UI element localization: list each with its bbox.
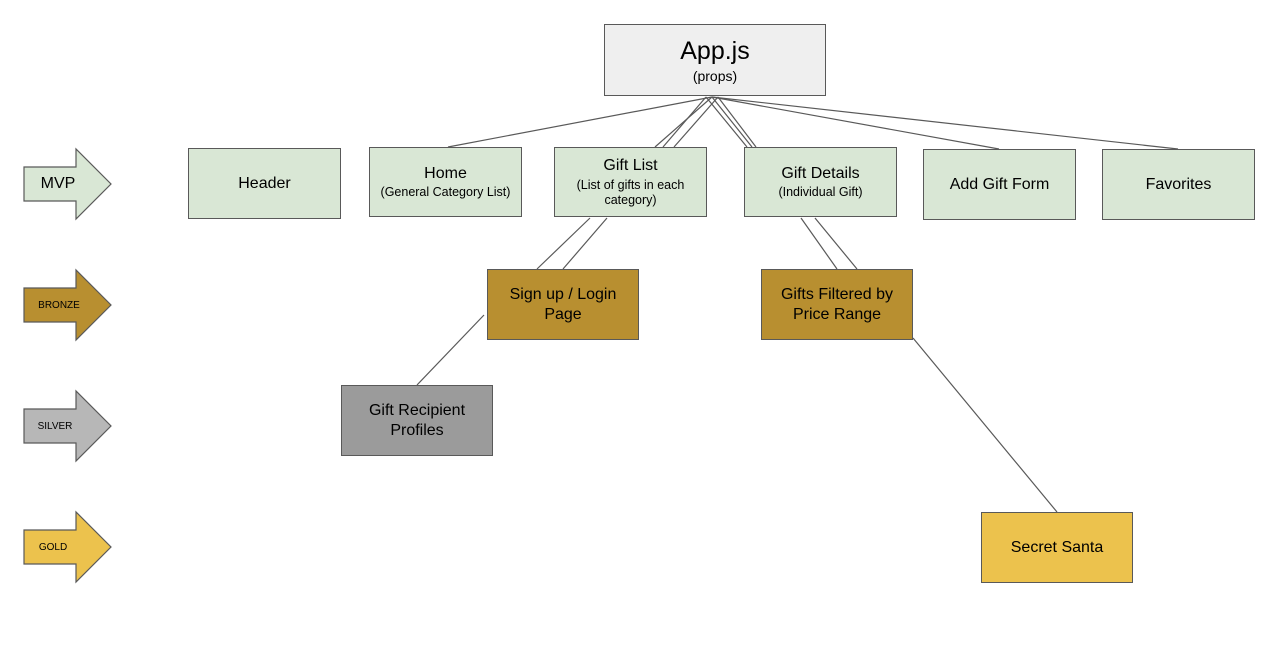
recipient-profiles-node: Gift Recipient Profiles — [341, 385, 493, 456]
app-node-subtitle: (props) — [692, 67, 738, 84]
connector-app-gift_list-1 — [673, 96, 719, 148]
gift-details-node: Gift Details (Individual Gift) — [744, 147, 897, 217]
connector-app-add_gift_form-0 — [711, 96, 1000, 150]
add-gift-form-node: Add Gift Form — [923, 149, 1076, 220]
arrow-mvp-label: MVP — [40, 175, 76, 192]
app-node-title: App.js — [680, 36, 750, 65]
connector-app-favorites-0 — [711, 96, 1179, 150]
arrow-gold-shape — [23, 510, 112, 584]
arrow-bronze-shape — [23, 268, 112, 342]
recipient-profiles-node-title: Gift Recipient Profiles — [368, 402, 466, 439]
gift-list-node: Gift List (List of gifts in each categor… — [554, 147, 707, 217]
connector-app-gift_details-1 — [717, 96, 757, 148]
connector-app-header-0 — [447, 96, 713, 148]
connector-app-gift_list-2 — [654, 96, 713, 148]
connector-gift_list-signup_login-0 — [536, 217, 591, 270]
favorites-node: Favorites — [1102, 149, 1255, 220]
add-gift-form-node-title: Add Gift Form — [949, 175, 1050, 193]
signup-login-node: Sign up / Login Page — [487, 269, 639, 340]
arrow-silver-label: SILVER — [37, 420, 73, 432]
connector-app-gift_details-0 — [705, 96, 748, 148]
connector-app-gift_details-2 — [711, 96, 753, 148]
gift-details-node-subtitle: (Individual Gift) — [778, 185, 863, 200]
header-node-title: Header — [238, 174, 291, 192]
gifts-filtered-node-title: Gifts Filtered by Price Range — [780, 286, 894, 323]
home-node-title: Home — [424, 164, 467, 182]
header-node: Header — [188, 148, 341, 219]
gift-list-node-title: Gift List — [603, 157, 658, 175]
arrow-silver-shape — [23, 389, 112, 463]
gift-list-node-subtitle: (List of gifts in each category) — [576, 177, 685, 207]
connector-gift_list-signup_login-1 — [562, 217, 608, 270]
home-node: Home (General Category List) — [369, 147, 522, 217]
favorites-node-title: Favorites — [1145, 175, 1212, 193]
signup-login-node-title: Sign up / Login Page — [509, 286, 617, 323]
connector-gifts_filtered-secret_santa-0 — [912, 337, 1058, 513]
connector-app-gift_list-0 — [662, 96, 707, 148]
home-node-subtitle: (General Category List) — [380, 185, 511, 200]
secret-santa-node: Secret Santa — [981, 512, 1133, 583]
secret-santa-node-title: Secret Santa — [1010, 538, 1104, 556]
gift-details-node-title: Gift Details — [781, 164, 860, 182]
arrow-mvp-shape — [23, 147, 112, 221]
gifts-filtered-node: Gifts Filtered by Price Range — [761, 269, 913, 340]
arrow-bronze-label: BRONZE — [38, 299, 80, 311]
connector-gift_details-gifts_filtered-1 — [814, 217, 858, 270]
connector-gift_details-gifts_filtered-0 — [800, 217, 838, 270]
arrow-gold-label: GOLD — [38, 541, 68, 553]
app-node: App.js (props) — [604, 24, 826, 96]
connector-signup_login-recipient_profiles-0 — [416, 314, 485, 386]
